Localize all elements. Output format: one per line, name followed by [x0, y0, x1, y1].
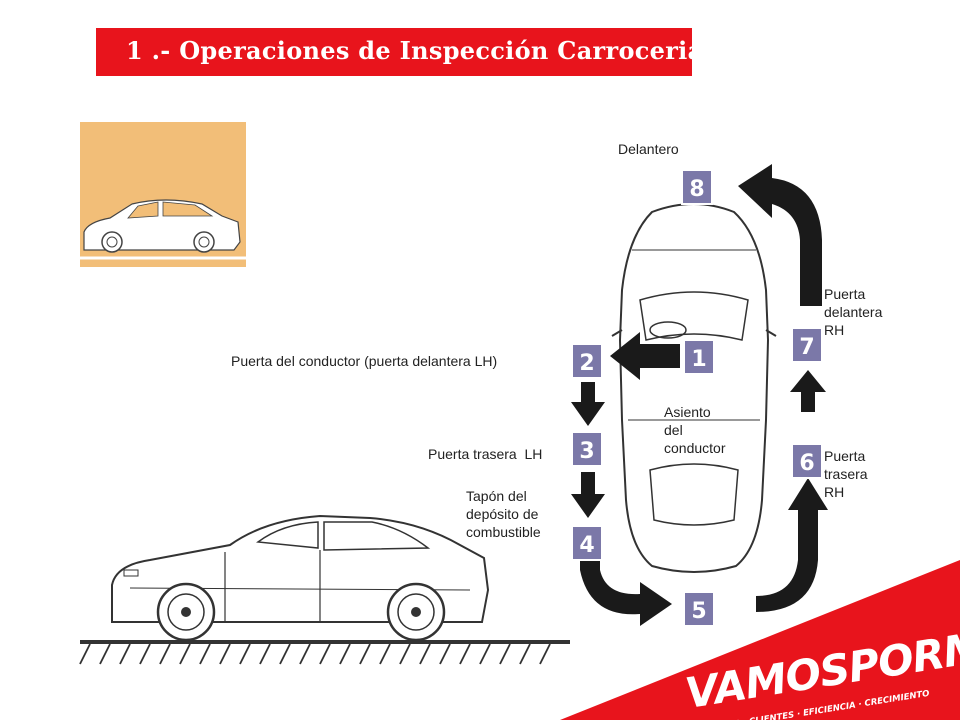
label-driver-seat-line2: del [664, 422, 683, 438]
label-fuel-cap-line1: Tapón del [466, 488, 527, 504]
arrow-7-to-8 [738, 164, 822, 306]
step-7-label: 7 [799, 335, 814, 360]
label-fuel-cap-line2: depósito de [466, 506, 539, 522]
label-fuel-cap: Tapón del depósito de combustible [466, 487, 541, 541]
label-rear-door-rh: Puerta trasera RH [824, 447, 868, 501]
step-2-box: 2 [571, 343, 603, 379]
top-view-car [611, 203, 777, 573]
step-4-label: 4 [579, 533, 594, 558]
label-rear-door-rh-line3: RH [824, 484, 845, 500]
arrow-6-to-7 [790, 370, 826, 412]
label-front-door-rh-line1: Puerta [824, 286, 866, 302]
side-view-car [79, 514, 570, 665]
vamospormas-logo: VAMOSPORMAS PERSONAS · CLIENTES · EFICIE… [560, 560, 960, 720]
step-2-label: 2 [579, 351, 594, 376]
step-8-label: 8 [689, 177, 704, 202]
step-5-label: 5 [691, 599, 706, 624]
step-3-box: 3 [571, 431, 603, 467]
label-rear-door-rh-line1: Puerta [824, 448, 866, 464]
step-6-box: 6 [791, 443, 823, 479]
step-1-label: 1 [691, 347, 706, 372]
step-8-box: 8 [681, 169, 713, 205]
page-title: 1 .- Operaciones de Inspección Carroceri… [126, 36, 704, 65]
label-front-door-rh: Puerta delantera RH [824, 285, 882, 339]
thumbnail-car-image [80, 122, 246, 267]
label-front-door-rh-line2: delantera [824, 304, 883, 320]
step-5-box: 5 [683, 591, 715, 627]
label-rear-door-rh-line2: trasera [824, 466, 868, 482]
step-7-box: 7 [791, 327, 823, 363]
label-front-door-rh-line3: RH [824, 322, 845, 338]
flow-arrows [571, 164, 828, 626]
label-driver-seat-line3: conductor [664, 440, 726, 456]
arrow-4-to-5 [580, 558, 672, 626]
arrow-5-to-6 [756, 478, 828, 612]
title-bar: 1 .- Operaciones de Inspección Carroceri… [96, 28, 703, 76]
label-driver-seat-line1: Asiento [664, 404, 711, 420]
step-4-box: 4 [571, 525, 603, 561]
arrow-2-to-3 [571, 382, 605, 426]
label-driver-seat: Asiento del conductor [664, 403, 725, 457]
step-1-box: 1 [683, 339, 715, 375]
step-3-label: 3 [579, 439, 594, 464]
label-front: Delantero [618, 141, 679, 157]
label-driver-door: Puerta del conductor (puerta delantera L… [231, 353, 498, 369]
step-6-label: 6 [799, 451, 814, 476]
arrow-1-to-2 [610, 332, 680, 380]
arrow-3-to-4 [571, 472, 605, 518]
label-rear-door-lh: Puerta trasera LH [428, 446, 543, 462]
label-fuel-cap-line3: combustible [466, 524, 541, 540]
step-boxes: 1 2 3 4 5 6 7 8 [571, 169, 823, 627]
